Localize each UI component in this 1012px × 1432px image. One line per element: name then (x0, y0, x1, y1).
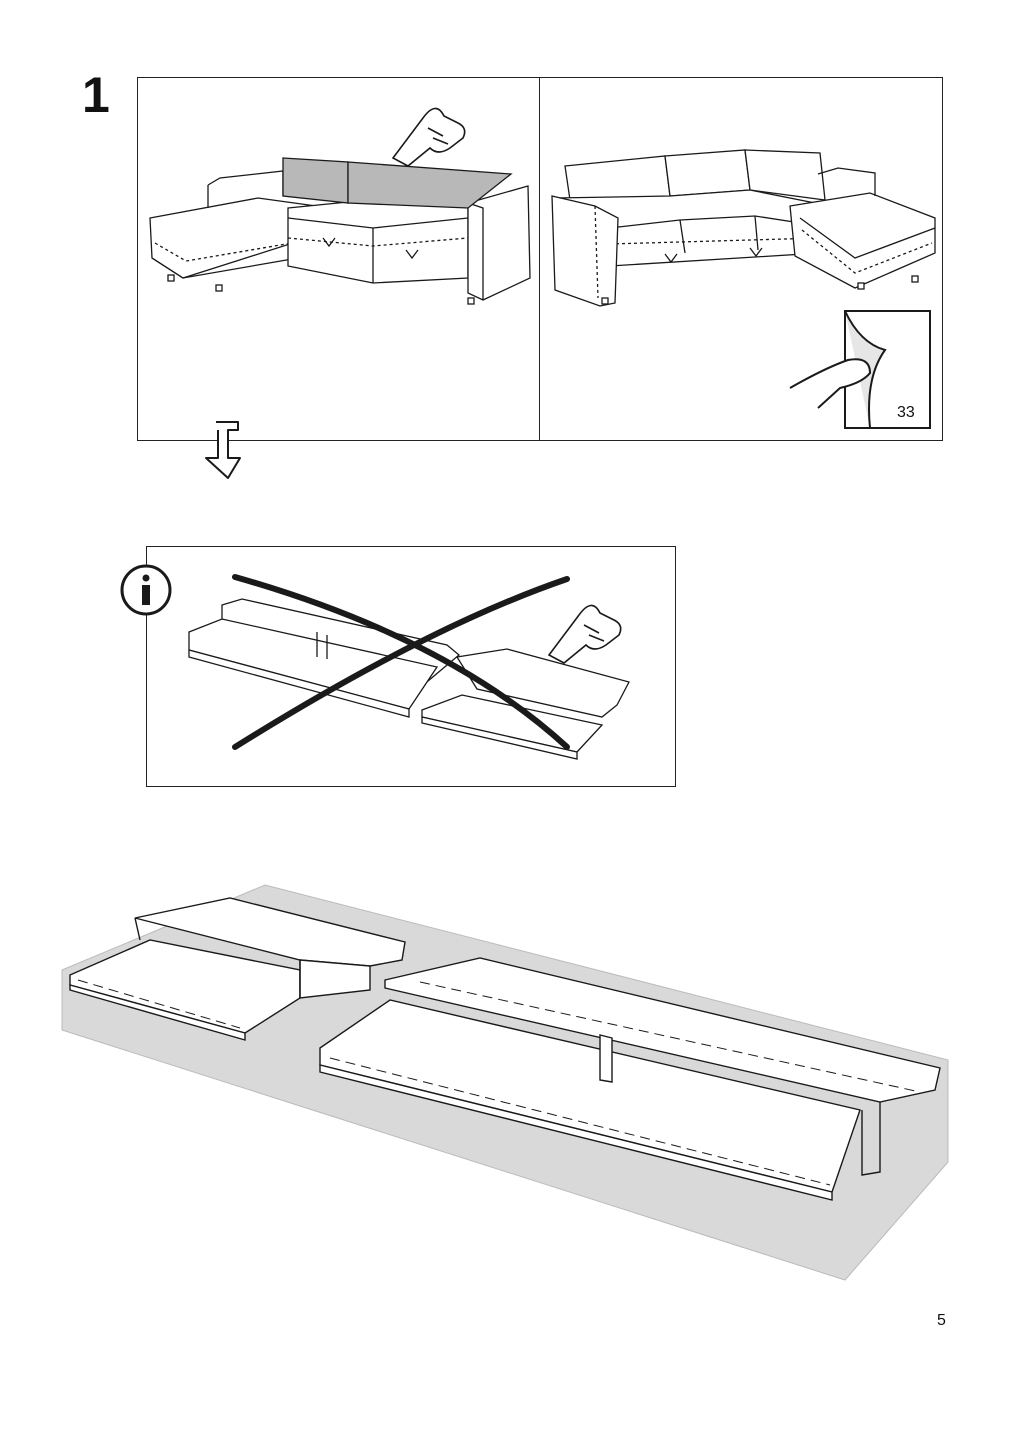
hand-pointing-icon (391, 107, 466, 167)
step-number: 1 (82, 67, 110, 123)
arrow-down-icon (205, 421, 241, 479)
sofa-illustration-right (551, 149, 936, 429)
sofa-illustration-left (149, 107, 531, 305)
info-icon (120, 564, 172, 616)
page-reference-number: 33 (897, 404, 915, 421)
hand-pointing-icon (547, 604, 622, 664)
incorrect-orientation-illustration (188, 574, 630, 760)
info-box-incorrect-orientation (146, 546, 676, 787)
page-turn-icon (789, 310, 931, 429)
step-panel-assembled-sofa: 33 (539, 77, 943, 441)
page-number: 5 (937, 1312, 946, 1329)
step-panel-cushions-highlighted (137, 77, 541, 441)
cross-out-icon (232, 574, 570, 750)
frames-on-floor-illustration (61, 884, 949, 1281)
